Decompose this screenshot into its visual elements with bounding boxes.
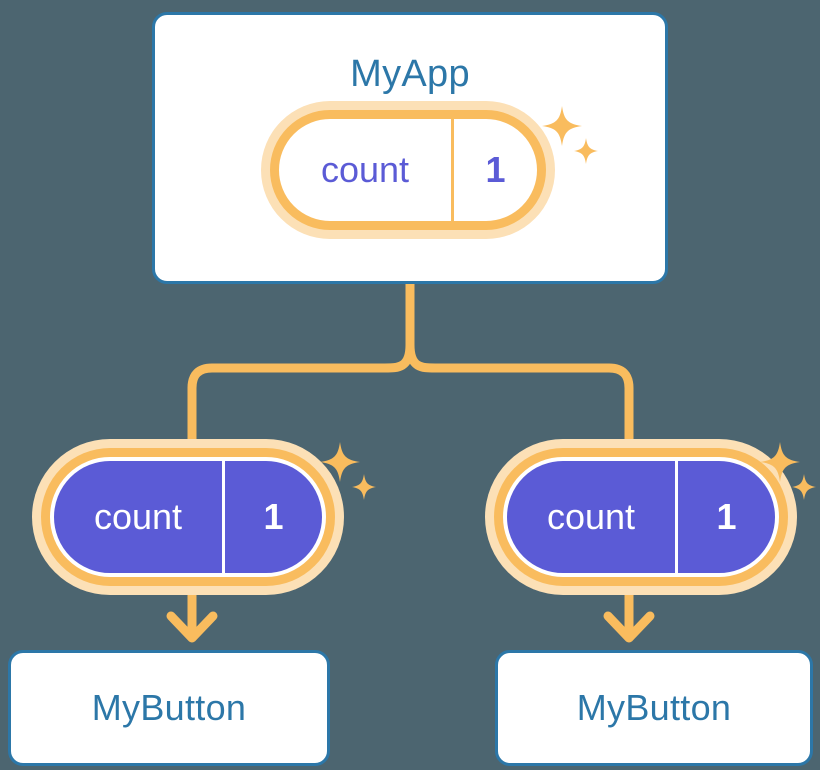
state-pill-left-value-segment: 1: [222, 461, 322, 573]
state-pill-app-value-segment: 1: [451, 119, 537, 221]
page-title: MyApp: [350, 53, 470, 95]
state-pill-left[interactable]: count 1: [50, 457, 326, 577]
sparkle-icon: [320, 442, 376, 500]
arrow-head-left: [166, 611, 218, 643]
state-pill-left-key-segment: count: [54, 461, 222, 573]
button-card-right[interactable]: MyButton: [495, 650, 813, 766]
state-value-label: 1: [716, 496, 737, 537]
button-card-left[interactable]: MyButton: [8, 650, 330, 766]
state-pill-right[interactable]: count 1: [503, 457, 779, 577]
edge-to-left-pill: [187, 340, 415, 460]
edge-to-right-pill: [405, 340, 634, 460]
state-pill-right-value-segment: 1: [675, 461, 775, 573]
state-pill-app-key-segment: count: [279, 119, 451, 221]
button-card-right-title: MyButton: [576, 687, 732, 728]
arrow-head-right: [603, 611, 655, 643]
state-key-label: count: [320, 149, 410, 190]
state-value-label: 1: [485, 149, 506, 190]
state-pill-app[interactable]: count 1: [270, 110, 546, 230]
state-value-label: 1: [263, 496, 284, 537]
state-key-label: count: [93, 496, 183, 537]
state-pill-right-key-segment: count: [507, 461, 675, 573]
button-card-left-title: MyButton: [91, 687, 247, 728]
state-key-label: count: [546, 496, 636, 537]
